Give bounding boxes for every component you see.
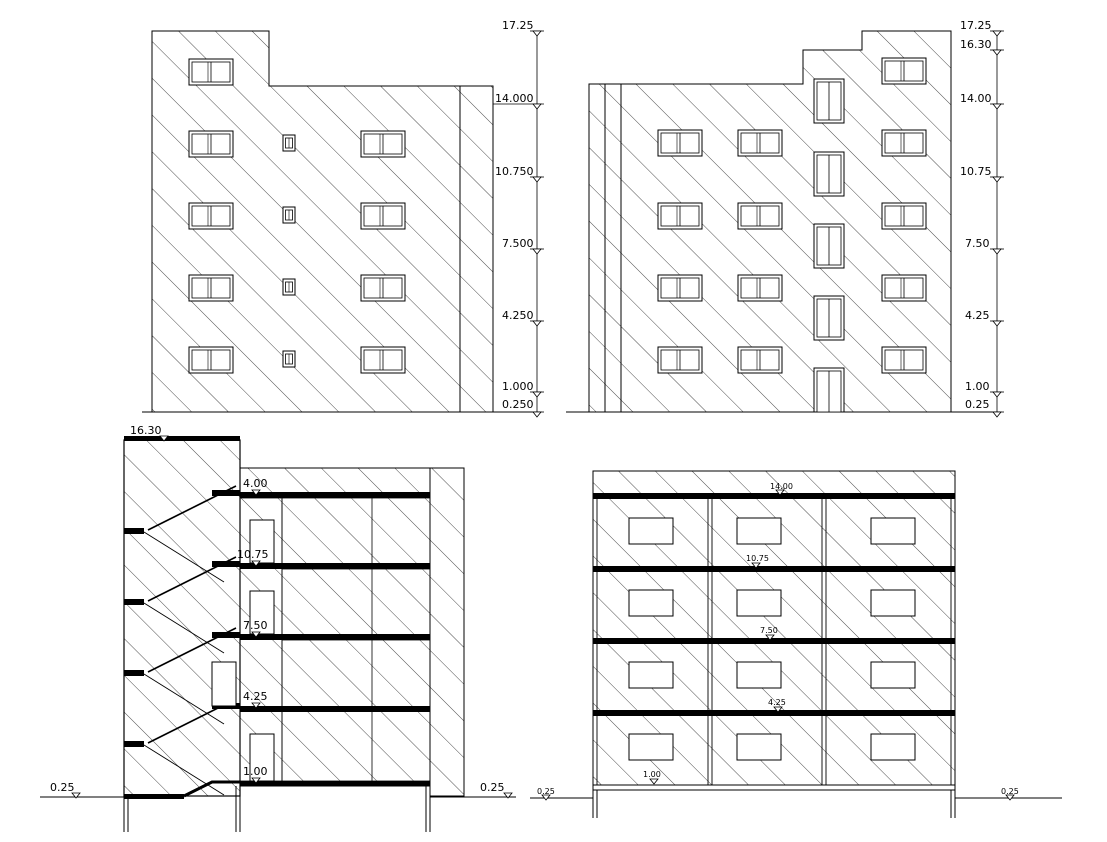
level-label: 16.30 [130,424,162,437]
level-label: 4.25 [768,698,786,707]
level-label: 0.25 [965,398,990,411]
level-label: 4.25 [243,690,268,703]
window [188,58,234,86]
level-label: 4.00 [243,477,268,490]
level-label: 4.25 [965,309,990,322]
room-openings [628,517,916,761]
level-label: 16.30 [960,38,992,51]
stair-flights [124,485,240,798]
level-label: 17.25 [502,19,534,32]
level-label: 7.50 [243,619,268,632]
section-doors [211,519,275,782]
level-label: 10.75 [746,554,769,563]
level-label: 10.75 [237,548,269,561]
level-label: 10.750 [495,165,534,178]
level-label: 14.00 [770,482,793,491]
level-label: 7.50 [965,237,990,250]
level-label: 1.00 [643,770,661,779]
level-label: 1.00 [243,765,268,778]
level-label: 0.25 [50,781,75,794]
level-label: 0.250 [502,398,534,411]
level-label: 17.25 [960,19,992,32]
level-label: 1.00 [965,380,990,393]
stair-section: 16.30 4.00 10.75 7.50 4.25 1.00 0.25 0.2… [40,424,516,832]
level-label: 0.25 [480,781,505,794]
level-label: 0.25 [1001,787,1019,796]
level-label: 4.250 [502,309,534,322]
floor-slabs [124,436,430,799]
rear-entrance-door [813,367,845,413]
floor-slabs [593,493,955,716]
level-label: 10.75 [960,165,992,178]
level-label: 7.50 [760,626,778,635]
level-label: 0.25 [537,787,555,796]
level-label: 7.500 [502,237,534,250]
front-elevation: 17.25 14.000 10.750 7.500 4.250 1.000 0.… [142,19,544,418]
rooms-section: 14.00 10.75 7.50 4.25 1.00 0.25 0.25 [530,470,1062,818]
rear-elevation: 17.25 16.30 14.00 10.75 7.50 4.25 1.00 0… [566,19,1004,418]
level-label: 14.00 [960,92,992,105]
level-label: 1.000 [502,380,534,393]
level-label: 14.000 [495,92,534,105]
